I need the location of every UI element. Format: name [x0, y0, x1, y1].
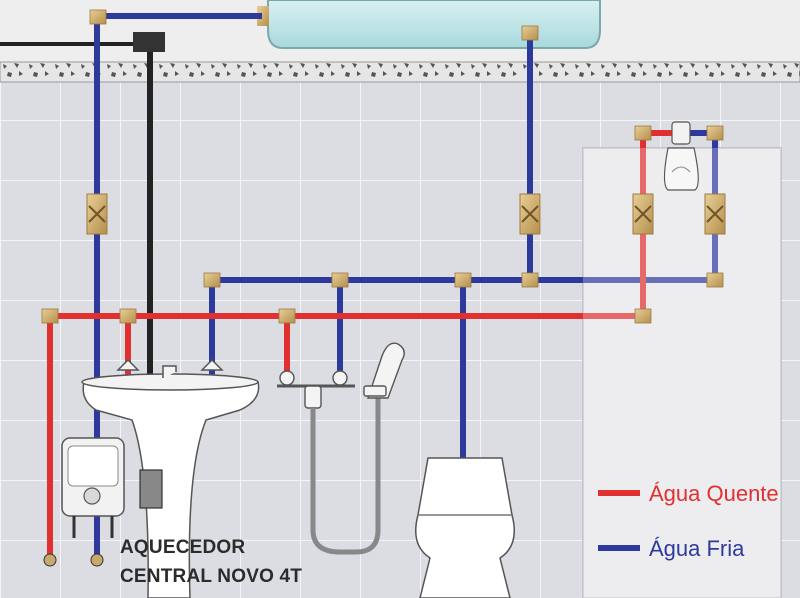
valve-shower-hot — [632, 193, 654, 235]
shower-head — [663, 121, 699, 191]
shower-hose — [310, 398, 381, 555]
valve-shower-cold — [704, 193, 726, 235]
legend: Água Quente Água Fria — [598, 481, 779, 561]
shower-cabin — [582, 147, 782, 598]
valve-tank-drop — [519, 193, 541, 235]
shower-glass — [583, 148, 781, 598]
legend-hot-label: Água Quente — [649, 481, 779, 506]
pipe-fittings — [41, 9, 724, 324]
shower-mixer — [277, 370, 355, 409]
heater-label-line2: CENTRAL NOVO 4T — [120, 566, 302, 587]
water-tank — [267, 0, 601, 49]
ceiling-slab — [0, 61, 800, 83]
valve-main-cold — [86, 193, 108, 235]
legend-cold-label: Água Fria — [649, 536, 745, 561]
tank-left-fitting — [257, 6, 269, 26]
toilet — [415, 457, 515, 598]
hand-shower — [363, 342, 405, 399]
junction-box — [139, 469, 163, 509]
heater-label-line1: AQUECEDOR — [120, 537, 245, 558]
sink-pedestal — [81, 358, 260, 598]
water-heater — [43, 437, 125, 567]
